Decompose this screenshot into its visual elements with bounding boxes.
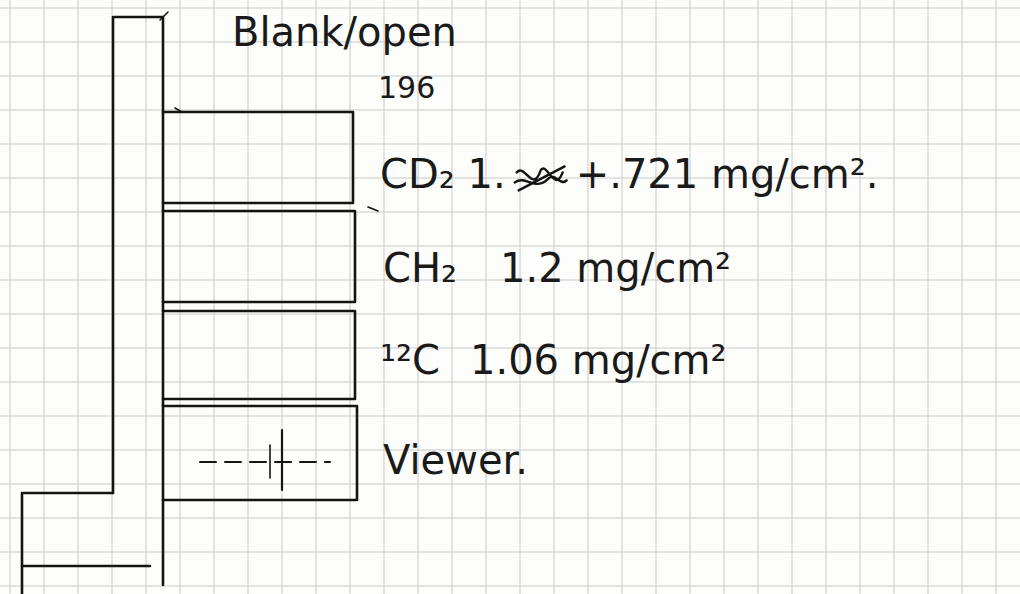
- grid-line: [0, 76, 1020, 77]
- grid-line: [588, 0, 589, 594]
- crosshair: [269, 445, 271, 478]
- grid-line: [486, 0, 487, 594]
- handwritten-label: 196: [378, 70, 435, 106]
- grid-line: [928, 0, 929, 594]
- grid-line: [214, 0, 215, 594]
- grid-line: [350, 0, 351, 594]
- grid-line: [860, 0, 861, 594]
- grid-line: [0, 586, 1020, 587]
- grid-line: [452, 0, 453, 594]
- grid-line: [792, 0, 793, 594]
- grid-line: [0, 110, 1020, 111]
- grid-line: [894, 0, 895, 594]
- grid-line: [282, 0, 283, 594]
- grid-line: [10, 0, 11, 594]
- slot-tick: [160, 12, 168, 20]
- struck-out-digits: [515, 166, 567, 190]
- handwritten-label: ¹²C: [380, 336, 440, 384]
- grid-line: [0, 416, 1020, 417]
- grid-line: [44, 0, 45, 594]
- slot-tick: [175, 108, 182, 112]
- crosshair: [281, 430, 283, 490]
- grid-line: [0, 484, 1020, 485]
- crosshair: [200, 461, 330, 463]
- grid-line: [996, 0, 997, 594]
- grid-line: [724, 0, 725, 594]
- handwritten-label: CH₂: [383, 244, 457, 292]
- ladder-base: [22, 493, 113, 594]
- handwritten-label: Blank/open: [232, 8, 457, 56]
- grid-line: [758, 0, 759, 594]
- ladder-bar: [113, 17, 163, 585]
- grid-line: [0, 144, 1020, 145]
- grid-line: [0, 552, 1020, 553]
- grid-line: [146, 0, 147, 594]
- grid-line: [180, 0, 181, 594]
- handwritten-label: CD₂ 1.: [380, 150, 506, 198]
- target-slot: [163, 112, 353, 203]
- target-slot: [163, 211, 355, 302]
- slot-tick: [368, 207, 378, 211]
- grid-line: [656, 0, 657, 594]
- handwritten-label: +.721 mg/cm².: [576, 150, 879, 198]
- handwritten-label: Viewer.: [383, 436, 528, 484]
- ladder-base-line: [22, 565, 150, 568]
- grid-line: [0, 314, 1020, 315]
- grid-line: [0, 518, 1020, 519]
- grid-line: [0, 212, 1020, 213]
- grid-line: [248, 0, 249, 594]
- handwritten-label: 1.2 mg/cm²: [500, 244, 731, 292]
- target-slot: [163, 406, 357, 500]
- handwritten-label: 1.06 mg/cm²: [470, 336, 727, 384]
- grid-line: [962, 0, 963, 594]
- grid-line: [78, 0, 79, 594]
- grid-line: [554, 0, 555, 594]
- grid-line: [520, 0, 521, 594]
- grid-line: [316, 0, 317, 594]
- grid-line: [826, 0, 827, 594]
- target-slot: [163, 311, 355, 399]
- grid-line: [0, 8, 1020, 9]
- grid-line: [690, 0, 691, 594]
- grid-line: [0, 42, 1020, 43]
- grid-line: [622, 0, 623, 594]
